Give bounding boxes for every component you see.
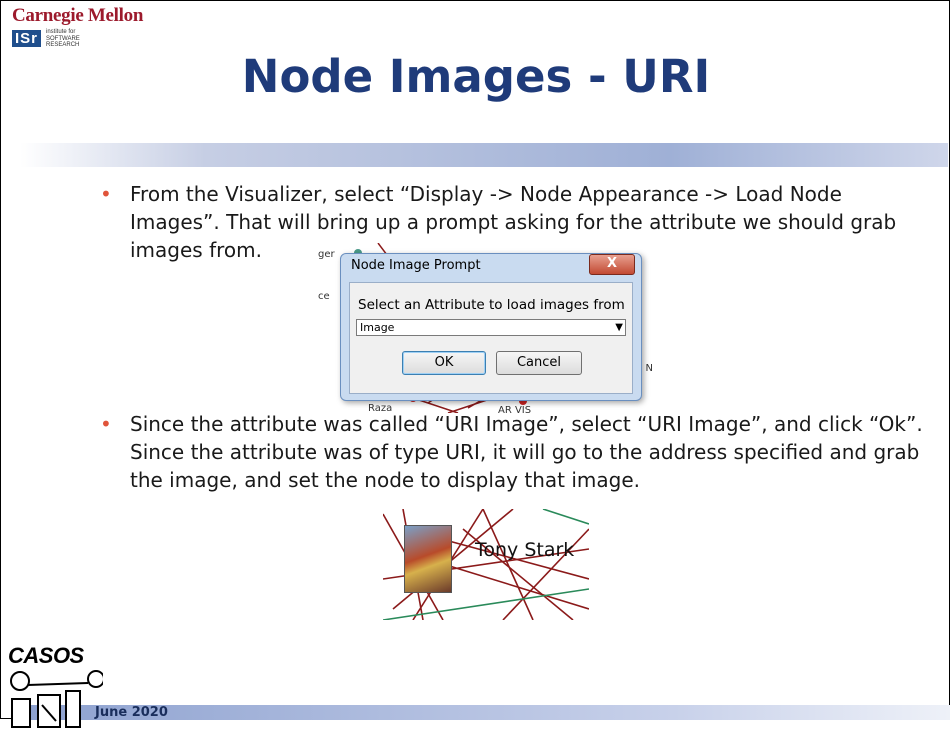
attribute-select[interactable]: Image ▼ — [356, 319, 626, 336]
cmu-logo: Carnegie Mellon ISr institute for SOFTWA… — [12, 6, 143, 49]
attribute-prompt-label: Select an Attribute to load images from — [358, 297, 625, 313]
close-button[interactable]: X — [589, 254, 635, 275]
title-divider-bar — [20, 143, 948, 167]
bullet-text-2: Since the attribute was called “URI Imag… — [130, 412, 923, 492]
svg-text:ce: ce — [318, 291, 330, 302]
ok-button[interactable]: OK — [402, 351, 486, 375]
casos-logo-text: CASOS — [8, 643, 84, 668]
institute-name: institute for SOFTWARE RESEARCH — [46, 29, 80, 48]
bullet-text-1: From the Visualizer, select “Display -> … — [130, 182, 897, 262]
node-image-prompt-dialog: Node Image Prompt X Select an Attribute … — [340, 253, 642, 401]
casos-logo: CASOS — [8, 643, 105, 733]
footer-date: June 2020 — [95, 705, 168, 720]
iron-man-node-image — [404, 525, 452, 593]
node-image-result-screenshot: Tony Stark — [383, 509, 589, 620]
dropdown-arrow-icon[interactable]: ▼ — [615, 322, 623, 333]
bullet-dot-icon: • — [100, 182, 112, 206]
cancel-button[interactable]: Cancel — [496, 351, 582, 375]
footer-bar — [30, 705, 950, 720]
bullet-item-2: • Since the attribute was called “URI Im… — [100, 410, 930, 494]
node-label: Tony Stark — [475, 539, 575, 561]
bullet-item-1: • From the Visualizer, select “Display -… — [100, 180, 910, 264]
svg-text:AR VIS: AR VIS — [498, 405, 531, 413]
dialog-body: Select an Attribute to load images from … — [349, 282, 633, 394]
svg-text:n N: n N — [636, 363, 653, 374]
org-name: Carnegie Mellon — [12, 5, 144, 26]
bullet-list: • From the Visualizer, select “Display -… — [100, 180, 910, 264]
attribute-select-value: Image — [360, 321, 395, 334]
casos-logo-graphic — [10, 670, 105, 728]
svg-text:ger: ger — [318, 249, 336, 260]
svg-text:Raza: Raza — [368, 403, 392, 413]
isr-logo-box: ISr — [12, 30, 42, 48]
bullet-dot-icon: • — [100, 412, 112, 436]
dialog-title: Node Image Prompt — [351, 258, 481, 273]
slide-title: Node Images - URI — [241, 50, 711, 103]
